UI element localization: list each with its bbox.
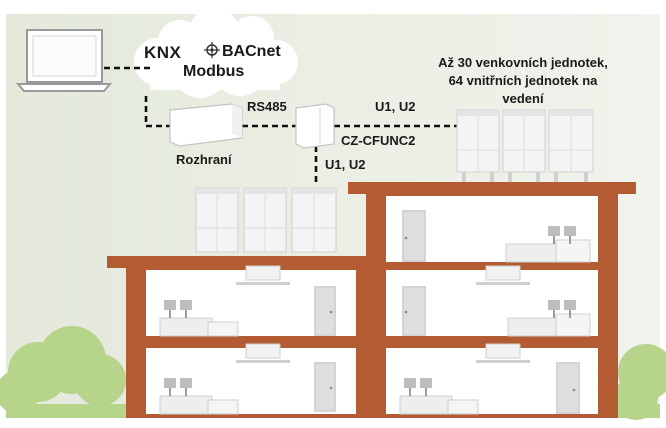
rs485-label: RS485 [247, 99, 287, 114]
bushes [0, 326, 666, 420]
capacity-note-line-3: vedení [502, 91, 544, 106]
capacity-note-line-2: 64 vnitřních jednotek na [448, 73, 598, 88]
knx-logo: KNX [144, 43, 182, 62]
outdoor-units-upper [456, 109, 594, 182]
bacnet-emblem-icon [204, 42, 220, 58]
bacnet-logo: BACnet [222, 43, 281, 60]
building-right [348, 182, 636, 418]
cz-cfunc2-device [295, 103, 335, 149]
connection-lines [104, 66, 458, 186]
room-right-top [402, 210, 591, 263]
outdoor-units-lower [195, 187, 337, 253]
room-left-upper [159, 265, 336, 337]
controller-label: CZ-CFUNC2 [341, 133, 416, 148]
room-right-middle [402, 265, 591, 337]
protocol-cloud [134, 8, 298, 98]
u1u2-side-label: U1, U2 [325, 157, 366, 172]
interface-label: Rozhraní [176, 152, 232, 167]
interface-device [169, 103, 243, 147]
modbus-logo: Modbus [183, 63, 245, 80]
u1u2-top-label: U1, U2 [375, 99, 416, 114]
capacity-note-line-1: Až 30 venkovních jednotek, [438, 55, 608, 70]
laptop-icon [15, 29, 113, 92]
capacity-note: Až 30 venkovních jednotek, 64 vnitřních … [418, 54, 628, 108]
room-left-lower [159, 343, 336, 415]
room-right-bottom [399, 343, 580, 415]
cloud-interface-link [144, 96, 170, 128]
